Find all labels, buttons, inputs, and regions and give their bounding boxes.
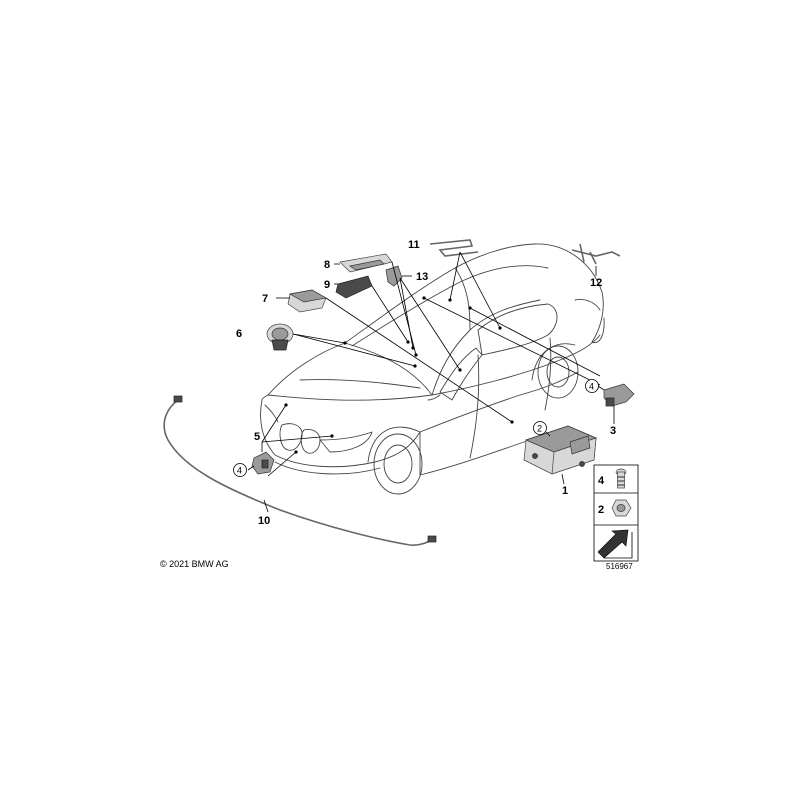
callout-6: 6 [236, 328, 242, 340]
part-6-speaker [266, 323, 294, 351]
screw-icon [615, 468, 627, 489]
circled-callout-4-left: 4 [233, 463, 247, 477]
circled-callout-2: 2 [533, 421, 547, 435]
part-13-bracket [385, 265, 403, 287]
arrow-icon [597, 529, 633, 559]
svg-text:2: 2 [537, 424, 542, 434]
copyright-text: © 2021 BMW AG [160, 559, 229, 569]
callout-11: 11 [408, 239, 420, 251]
part-9-module [335, 275, 373, 299]
callout-8: 8 [324, 259, 330, 271]
leader-lines [247, 251, 615, 513]
circled-callout-4-right: 4 [585, 379, 599, 393]
callout-12: 12 [590, 277, 602, 289]
part-5-sensor [251, 451, 275, 475]
callout-5: 5 [254, 431, 260, 443]
callout-1: 1 [562, 485, 568, 497]
diagram-number: 516967 [606, 562, 633, 571]
part-1-control-unit [523, 425, 597, 475]
part-12-harness [571, 243, 621, 265]
callout-9: 9 [324, 279, 330, 291]
leader-dots [284, 296, 514, 454]
legend-label-nut: 2 [598, 504, 604, 516]
part-7-module [287, 289, 328, 313]
callout-3: 3 [610, 425, 616, 437]
callout-7: 7 [262, 293, 268, 305]
callout-10: 10 [258, 515, 270, 527]
nut-icon [611, 499, 632, 517]
part-11-harness [429, 239, 479, 257]
svg-text:4: 4 [237, 466, 242, 476]
part-10-cable [163, 395, 437, 546]
fastener-legend: 4 2 [593, 464, 639, 562]
part-3-sensor [603, 383, 635, 407]
part-8-antenna [339, 253, 393, 273]
legend-label-screw: 4 [598, 475, 605, 487]
callout-13: 13 [416, 271, 428, 283]
svg-text:4: 4 [589, 382, 594, 392]
